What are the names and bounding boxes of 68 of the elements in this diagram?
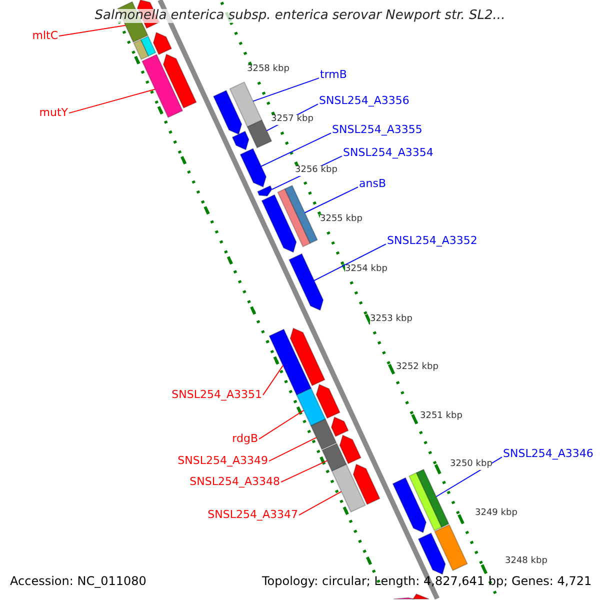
gene-label: SNSL254_A3348 [190,476,280,488]
scale-label: 3257 kbp [271,115,314,125]
gene-feature [162,54,197,109]
gene-feature [246,120,272,148]
gene-feature [330,416,349,438]
gene-feature [310,418,337,450]
gene-feature [141,54,184,118]
scale-label: 3251 kbp [420,412,462,422]
gene-feature [322,442,348,472]
leader-line [268,437,317,462]
gene-feature [296,388,326,426]
leader-line [304,186,358,214]
gene-feature [331,464,366,513]
gene-label: rdgB [232,433,258,446]
gene-feature [392,477,427,534]
gene-feature [393,597,415,600]
gene-feature [352,464,380,506]
gene-feature [140,36,156,57]
gene-feature [133,39,150,60]
leader-line [252,78,320,102]
gene-feature [261,194,297,253]
gene-feature [229,81,263,128]
gene-label: mltC [32,30,58,42]
scale-label: 3252 kbp [396,363,438,373]
gene-feature [288,253,324,311]
scale-label: 3249 kbp [475,509,518,519]
gene-label: SNSL254_A3355 [332,124,422,136]
gene-label: SNSL254_A3354 [343,147,434,160]
leader-line [258,410,304,440]
gene-label: SNSL254_A3346 [503,448,594,460]
gene-feature [412,593,430,600]
gene-feature [418,532,446,575]
leader-line [280,460,328,483]
gene-feature [416,468,450,528]
gene-label: SNSL254_A3356 [319,95,410,108]
leader-line [262,364,284,396]
leader-line [314,244,386,282]
gene-feature [240,148,267,188]
info-text: Accession: NC_011080 [10,575,146,587]
gene-label: SNSL254_A3352 [387,235,478,248]
gene-label: SNSL254_A3349 [178,455,268,468]
scale-label: 3254 kbp [345,265,388,275]
gene-feature [256,185,272,197]
gene-label: mutY [39,107,68,120]
scale-label: 3258 kbp [247,65,290,75]
leader-line [58,24,126,37]
scale-label: 3256 kbp [295,166,338,176]
gene-feature [212,90,242,135]
gene-feature [268,328,312,396]
scale-label: 3250 kbp [450,460,492,470]
gene-feature [316,384,341,419]
gene-feature [290,328,326,386]
gene-label: SNSL254_A3347 [208,509,298,522]
gene-feature [232,130,250,150]
info-text: Topology: circular; Length: 4,827,641 bp; Genes: 4,721 [262,575,592,587]
scale-label: 3255 kbp [320,215,362,225]
gene-label: ansB [359,178,386,190]
gene-feature [434,524,468,572]
leader-line [68,88,156,114]
scale-label: 3248 kbp [505,557,548,567]
scale-label: 3253 kbp [370,315,412,325]
leader-line [260,132,332,167]
gene-feature [152,32,172,56]
gene-feature [339,434,362,464]
gene-label: trmB [320,69,347,82]
gene-label: SNSL254_A3351 [172,389,262,402]
gene-feature [284,184,318,244]
leader-line [298,491,342,516]
